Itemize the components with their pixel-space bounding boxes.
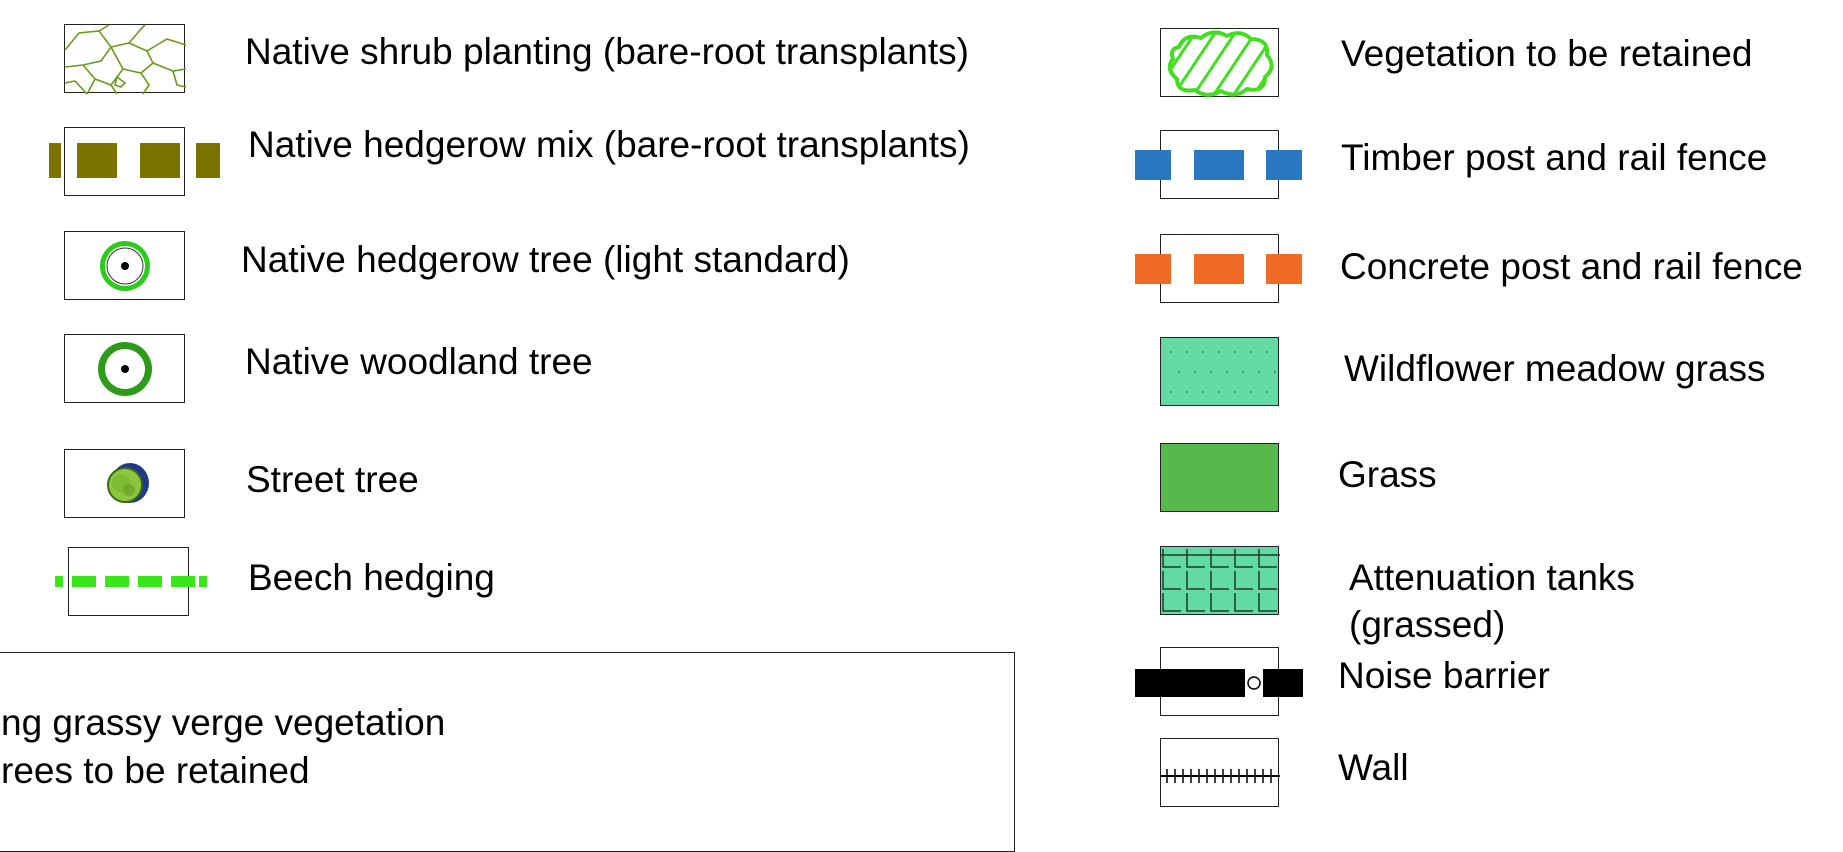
street-tree-icon [64,449,185,518]
legend-label-wildflower-meadow: Wildflower meadow grass [1344,348,1766,389]
legend-label-timber-fence: Timber post and rail fence [1341,137,1768,178]
woodland-tree-circle-icon [64,334,185,403]
legend-label-beech-hedging: Beech hedging [248,557,495,598]
note-line-1: ng grassy verge vegetation [1,702,446,743]
legend-label-attenuation-tanks-line2: (grassed) [1349,604,1506,645]
note-line-2: rees to be retained [1,750,310,791]
vegetation-retained-cloud-icon [1160,28,1279,97]
wall-hatched-line-icon [1160,738,1280,807]
note-box: ng grassy verge vegetation rees to be re… [0,652,1015,852]
legend-label-street-tree: Street tree [246,459,419,500]
timber-fence-dashes-icon [1135,130,1302,199]
attenuation-tanks-grid-icon [1160,546,1280,615]
legend-label-native-hedgerow-mix: Native hedgerow mix (bare-root transplan… [248,124,970,165]
hedgerow-tree-circle-icon [64,231,185,300]
wildflower-meadow-swatch-icon [1160,337,1279,406]
legend-label-vegetation-retained: Vegetation to be retained [1341,33,1753,74]
legend-label-noise-barrier: Noise barrier [1338,655,1550,696]
concrete-fence-dashes-icon [1135,234,1302,303]
beech-hedging-dashes-icon [55,547,207,616]
legend-label-native-woodland-tree: Native woodland tree [245,341,593,382]
legend-label-concrete-fence: Concrete post and rail fence [1340,246,1803,287]
legend-label-grass: Grass [1338,454,1437,495]
legend-label-native-shrub-planting: Native shrub planting (bare-root transpl… [245,31,969,72]
noise-barrier-bar-icon [1135,647,1303,716]
shrub-planting-pattern-icon [64,24,187,95]
legend-label-wall: Wall [1338,747,1409,788]
legend-label-attenuation-tanks-line1: Attenuation tanks [1349,557,1635,598]
legend-label-native-hedgerow-tree: Native hedgerow tree (light standard) [241,239,850,280]
grass-swatch-icon [1160,443,1279,512]
hedgerow-mix-dashes-icon [49,127,220,196]
